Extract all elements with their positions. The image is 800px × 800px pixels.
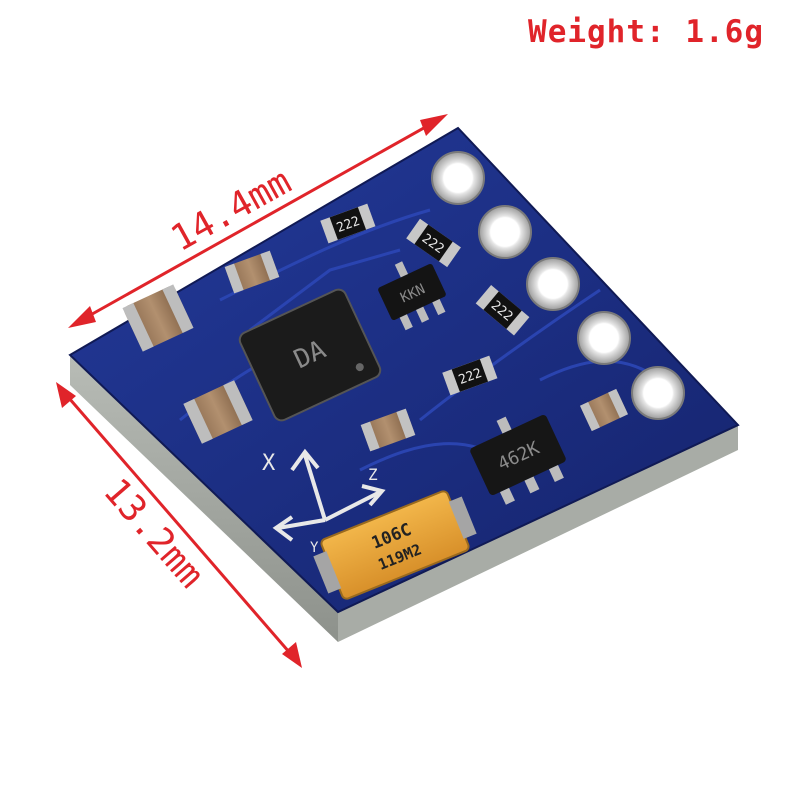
ceramic-capacitor xyxy=(183,380,253,444)
width-dimension xyxy=(68,114,448,328)
ceramic-capacitor xyxy=(122,284,194,352)
sensor-chip: DA xyxy=(238,288,382,422)
ceramic-capacitor xyxy=(224,250,280,294)
regulator-chip: 462K xyxy=(470,415,566,505)
resistor: 222 xyxy=(442,355,498,396)
axis-x-label: X xyxy=(262,451,276,476)
resistor: 222 xyxy=(475,284,530,336)
axis-silkscreen xyxy=(272,448,386,542)
axis-z-label: Z xyxy=(368,465,378,484)
transistor: KKN xyxy=(378,261,446,331)
height-dimension xyxy=(56,382,302,668)
resistor: 222 xyxy=(406,218,461,268)
weight-label: Weight: 1.6g xyxy=(528,14,764,50)
pcb-edge xyxy=(70,355,738,642)
resistor: 222 xyxy=(320,203,376,244)
pcb-board xyxy=(68,126,740,614)
ceramic-capacitor xyxy=(360,408,416,452)
ceramic-capacitor xyxy=(579,388,629,432)
header-pads xyxy=(431,151,685,420)
axis-y-label: Y xyxy=(310,540,319,556)
tantalum-capacitor: 106C 119M2 xyxy=(313,490,477,600)
